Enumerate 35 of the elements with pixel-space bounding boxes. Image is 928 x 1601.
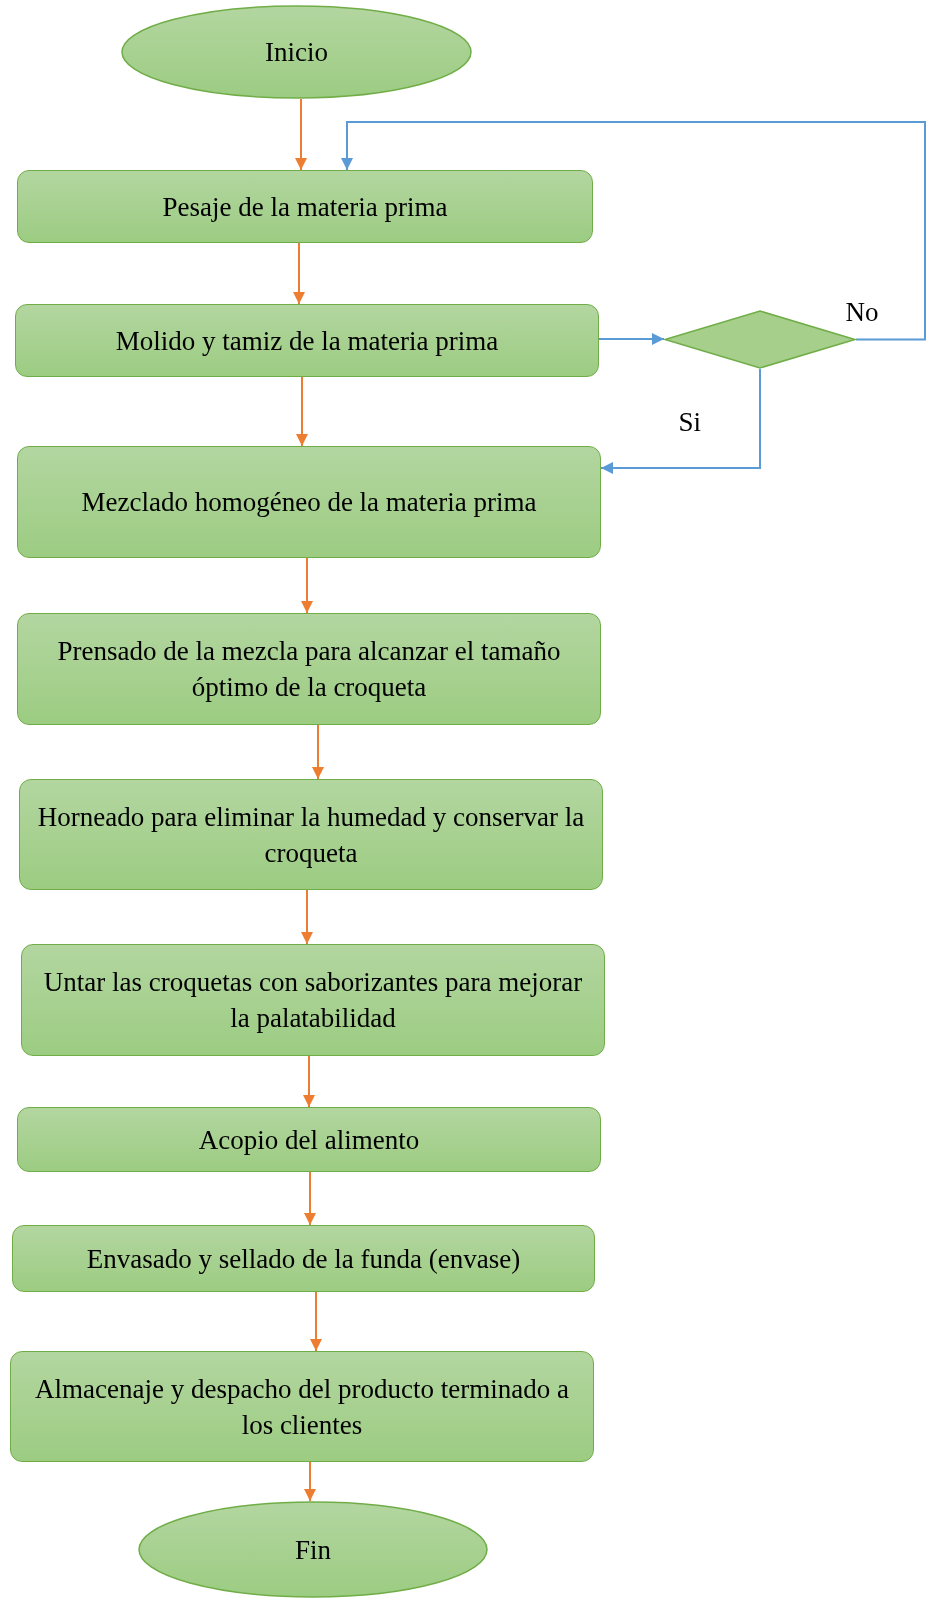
arrow (301, 557, 313, 614)
process-box (17, 613, 601, 725)
step-text: Acopio del alimento (197, 1123, 421, 1157)
arrow (600, 368, 761, 474)
step-text: Envasado y sellado de la funda (envase) (85, 1242, 522, 1276)
arrow (312, 724, 324, 780)
step-text: Almacenaje y despacho del producto terminado a los clientes (34, 1372, 570, 1442)
terminal-ellipse (138, 1501, 488, 1598)
process-box (17, 1107, 601, 1172)
terminal-ellipse (121, 5, 472, 99)
process-box (15, 304, 599, 377)
process-box (21, 944, 605, 1056)
step-text: Mezclado homogéneo de la materia prima (80, 486, 538, 519)
process-box (12, 1225, 595, 1292)
process-box (10, 1351, 594, 1462)
step-text: Prensado de la mezcla para alcanzar el tamaño óptimo de la croqueta (56, 635, 562, 704)
process-box (17, 170, 593, 243)
arrow (303, 1055, 315, 1108)
step-text: Inicio (264, 36, 329, 69)
step-text: Untar las croquetas con saborizantes para mejorar la palatabilidad (42, 966, 584, 1035)
step-text: Molido y tamiz de la materia prima (114, 324, 500, 358)
arrow (293, 242, 305, 305)
step-text: Fin (294, 1533, 332, 1567)
step-text: Pesaje de la materia prima (161, 190, 449, 224)
arrow (304, 1171, 316, 1226)
arrow (598, 333, 665, 345)
process-box (19, 779, 603, 890)
arrow (341, 121, 926, 341)
arrow (295, 98, 307, 171)
step-text: Horneado para eliminar la humedad y conservar la croqueta (36, 800, 586, 870)
arrow (310, 1291, 322, 1352)
arrow (296, 376, 308, 447)
arrow (301, 889, 313, 945)
arrow (304, 1461, 316, 1502)
process-box (17, 446, 601, 558)
